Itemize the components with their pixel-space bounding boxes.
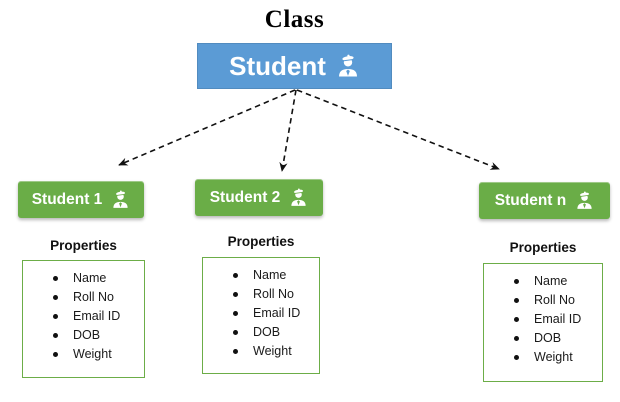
properties-heading-student-2: Properties — [227, 234, 295, 249]
properties-box-student-n: Name Roll No Email ID DOB Weight — [483, 263, 603, 382]
property-item: Roll No — [52, 290, 144, 305]
instance-label: Student 1 — [31, 190, 103, 208]
properties-heading-student-1: Properties — [50, 238, 117, 253]
property-item: DOB — [232, 325, 319, 340]
property-item: DOB — [513, 331, 602, 346]
properties-heading-student-n: Properties — [509, 240, 577, 255]
properties-list: Name Roll No Email ID DOB Weight — [203, 268, 319, 359]
properties-list: Name Roll No Email ID DOB Weight — [484, 274, 602, 365]
property-item: Roll No — [513, 293, 602, 308]
arrow-class-to-student-1 — [118, 89, 296, 166]
student-icon — [289, 188, 308, 207]
property-item: Email ID — [52, 309, 144, 324]
property-item: Weight — [513, 350, 602, 365]
arrow-class-to-student-n — [296, 89, 500, 170]
property-item: Roll No — [232, 287, 319, 302]
property-item: Email ID — [232, 306, 319, 321]
property-item: Name — [232, 268, 319, 283]
property-item: Email ID — [513, 312, 602, 327]
diagram-title: Class — [264, 6, 325, 33]
property-item: Name — [513, 274, 602, 289]
student-icon — [111, 190, 130, 209]
instance-box-student-1: Student 1 — [18, 181, 144, 218]
instance-label: Student n — [494, 191, 567, 209]
arrow-class-to-student-2 — [279, 89, 297, 172]
property-item: DOB — [52, 328, 144, 343]
property-item: Weight — [52, 347, 144, 362]
properties-list: Name Roll No Email ID DOB Weight — [23, 271, 144, 362]
student-icon — [575, 191, 594, 210]
instance-box-student-2: Student 2 — [195, 179, 323, 216]
property-item: Weight — [232, 344, 319, 359]
properties-box-student-2: Name Roll No Email ID DOB Weight — [202, 257, 320, 374]
property-item: Name — [52, 271, 144, 286]
instance-label: Student 2 — [209, 188, 281, 206]
student-icon — [336, 54, 360, 78]
class-box-label: Student — [229, 50, 326, 81]
class-box-student: Student — [197, 43, 392, 89]
instance-box-student-n: Student n — [479, 182, 610, 219]
properties-box-student-1: Name Roll No Email ID DOB Weight — [22, 260, 145, 378]
